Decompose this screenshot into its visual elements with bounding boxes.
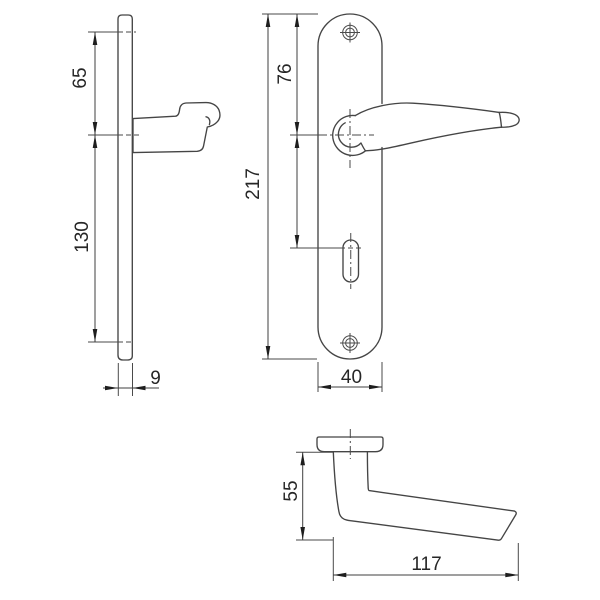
side-view-handle-tip-curl bbox=[205, 116, 211, 126]
front-view-lever-handle bbox=[318, 102, 520, 168]
handle-cap bbox=[316, 436, 384, 453]
dim-label-117: 117 bbox=[411, 554, 441, 575]
side-view-handle-profile bbox=[132, 101, 221, 154]
dim-label-40: 40 bbox=[341, 367, 362, 388]
bottom-screw-hole-icon bbox=[340, 333, 360, 353]
dim-label-217: 217 bbox=[243, 168, 264, 200]
handle-profile-view: 55 117 bbox=[281, 429, 519, 581]
dim-label-76: 76 bbox=[275, 63, 296, 84]
top-screw-hole-icon bbox=[340, 22, 360, 43]
dimension-handle-to-keyhole bbox=[294, 135, 300, 248]
dimension-65: 65 bbox=[70, 32, 98, 342]
dimension-9: 9 bbox=[103, 363, 161, 396]
side-view: 65 130 9 bbox=[70, 14, 221, 396]
dim-label-55: 55 bbox=[281, 480, 302, 501]
dimension-130: 130 bbox=[72, 135, 98, 342]
dim-label-130: 130 bbox=[72, 221, 93, 253]
side-view-plate-profile bbox=[117, 14, 133, 361]
dimension-55: 55 bbox=[281, 452, 305, 540]
dimension-217: 217 bbox=[243, 14, 271, 359]
dimension-76: 76 bbox=[275, 14, 300, 248]
front-view: 217 76 40 bbox=[243, 13, 520, 392]
dimension-117: 117 bbox=[333, 554, 519, 578]
dimension-40: 40 bbox=[317, 362, 383, 392]
front-view-plate bbox=[317, 13, 383, 360]
dim-label-65: 65 bbox=[70, 67, 91, 88]
keyhole-slot bbox=[340, 233, 362, 289]
handle-neck-and-lever bbox=[332, 451, 517, 541]
dim-label-9: 9 bbox=[150, 368, 161, 389]
